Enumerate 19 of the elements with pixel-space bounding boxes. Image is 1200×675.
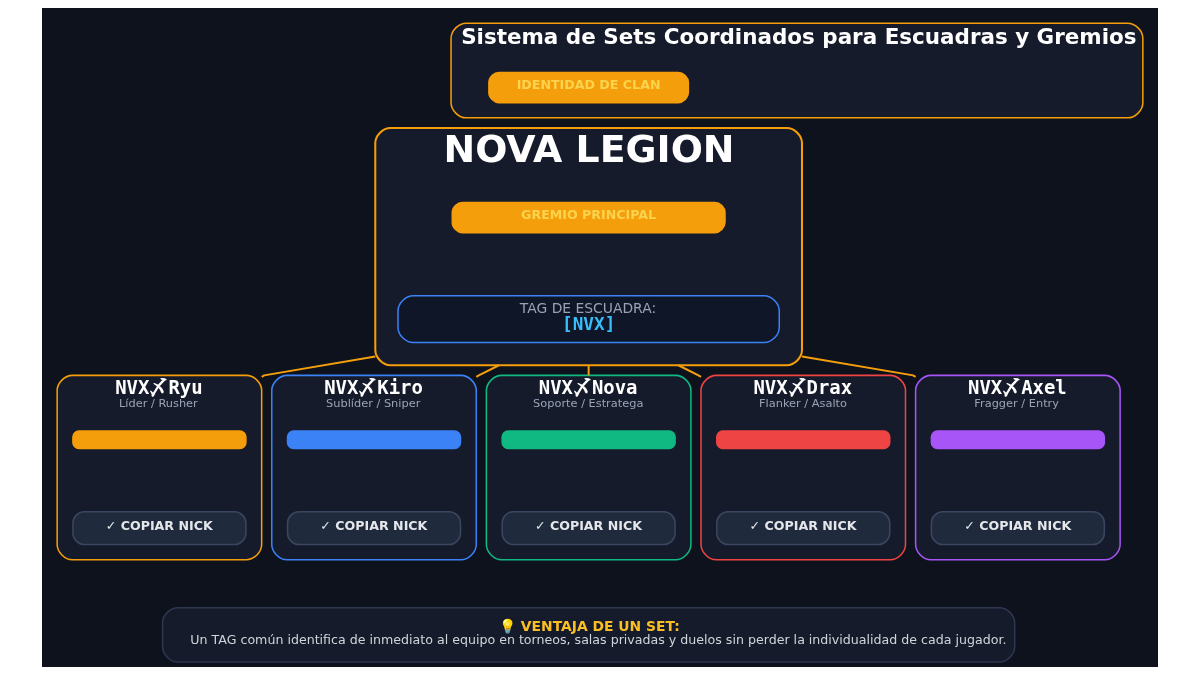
node-box: ✓ COPIAR NICK — [286, 510, 462, 546]
node-box: ✓ COPIAR NICK — [716, 510, 891, 546]
connector — [475, 364, 500, 378]
node-bar — [286, 430, 462, 450]
node-box: 💡 VENTAJA DE UN SET: Un TAG común identifica de inmediato al equipo en torneos, salas privadas y duelos sin perder la individualidad de cada jugador. — [161, 606, 1016, 663]
connector — [587, 365, 590, 376]
node-box: ✓ COPIAR NICK — [501, 510, 676, 546]
node-box: GREMIO PRINCIPAL — [451, 201, 726, 234]
node-box: TAG DE ESCUADRA: [NVX] — [397, 295, 781, 344]
node-bar — [930, 430, 1106, 450]
connector — [801, 355, 917, 378]
node-bar — [716, 430, 891, 450]
node-box: ✓ COPIAR NICK — [72, 510, 247, 546]
connector — [677, 364, 702, 378]
node-bar — [72, 430, 247, 450]
node-box: IDENTIDAD DE CLAN — [488, 71, 690, 104]
node-bar — [501, 430, 676, 450]
node-box: ✓ COPIAR NICK — [930, 510, 1106, 546]
connector — [261, 355, 376, 378]
